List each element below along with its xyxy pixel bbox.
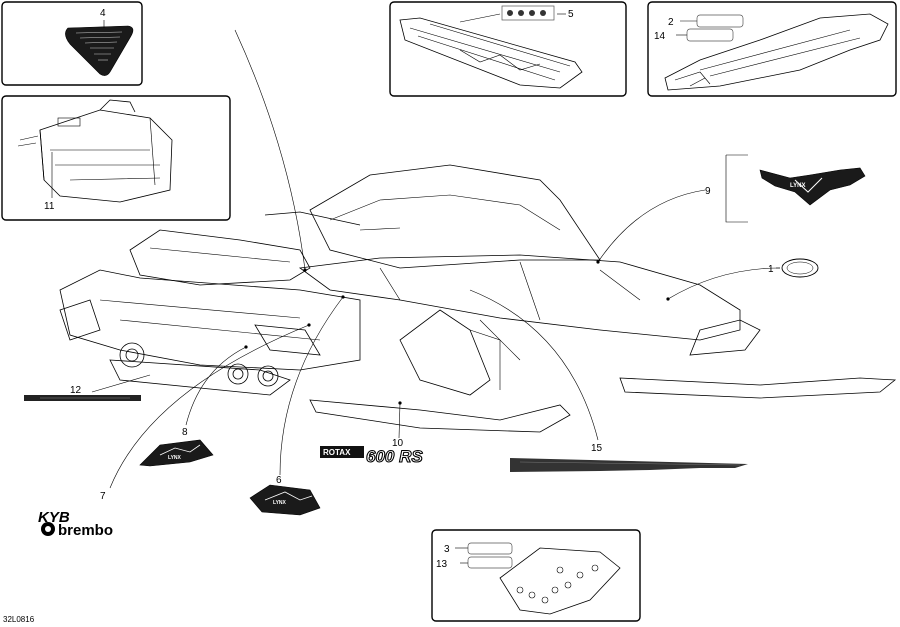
- callout-2: 2: [668, 17, 674, 28]
- brembo-logo-text: brembo: [58, 522, 113, 539]
- callout-11: 11: [44, 201, 55, 212]
- callout-15: 15: [591, 443, 603, 454]
- callout-6: 6: [276, 475, 282, 486]
- stripe-decal-12: [24, 395, 141, 401]
- inset-oil-tank: 11: [1, 95, 231, 221]
- callout-13: 13: [436, 559, 448, 570]
- callout-9: 9: [705, 186, 711, 197]
- callout-5: 5: [568, 9, 574, 20]
- side-decal-8-lynx-text: LYNX: [168, 455, 182, 461]
- callout-7: 7: [100, 491, 106, 502]
- inset-rear-flap: 2 14: [647, 1, 897, 97]
- front-lynx-emblem-decal: LYNX: [725, 154, 866, 223]
- snowmobile-drawing: [59, 164, 897, 433]
- inset-seat-decal: 5: [389, 1, 627, 97]
- callout-4: 4: [100, 8, 106, 19]
- rotax-text: ROTAX: [323, 448, 351, 457]
- inset-warning-decal: 4: [1, 1, 143, 86]
- rotax-600rs-decal: ROTAX 600 RS: [320, 446, 424, 467]
- callout-1: 1: [768, 264, 774, 275]
- kyb-logo-text: KYB: [38, 509, 70, 526]
- round-emblem-decal: [776, 258, 819, 278]
- drawing-reference: 32L0816: [3, 615, 35, 624]
- model-600rs-text: 600 RS: [366, 447, 423, 466]
- kyb-brembo-decal: KYB brembo: [38, 509, 113, 539]
- side-decal-8: LYNX: [139, 439, 214, 467]
- inset-footrest-decal: 3 13: [431, 529, 641, 622]
- callout-14: 14: [654, 31, 666, 42]
- callout-12: 12: [70, 385, 82, 396]
- front-emblem-lynx-text: LYNX: [790, 183, 805, 189]
- callout-3: 3: [444, 544, 450, 555]
- leader-lines: [91, 29, 781, 489]
- callout-10: 10: [392, 438, 404, 449]
- callout-8: 8: [182, 427, 188, 438]
- side-decal-6-lynx-text: LYNX: [273, 500, 287, 506]
- side-decal-6: LYNX: [249, 484, 321, 516]
- stripe-decal-15: [510, 458, 748, 472]
